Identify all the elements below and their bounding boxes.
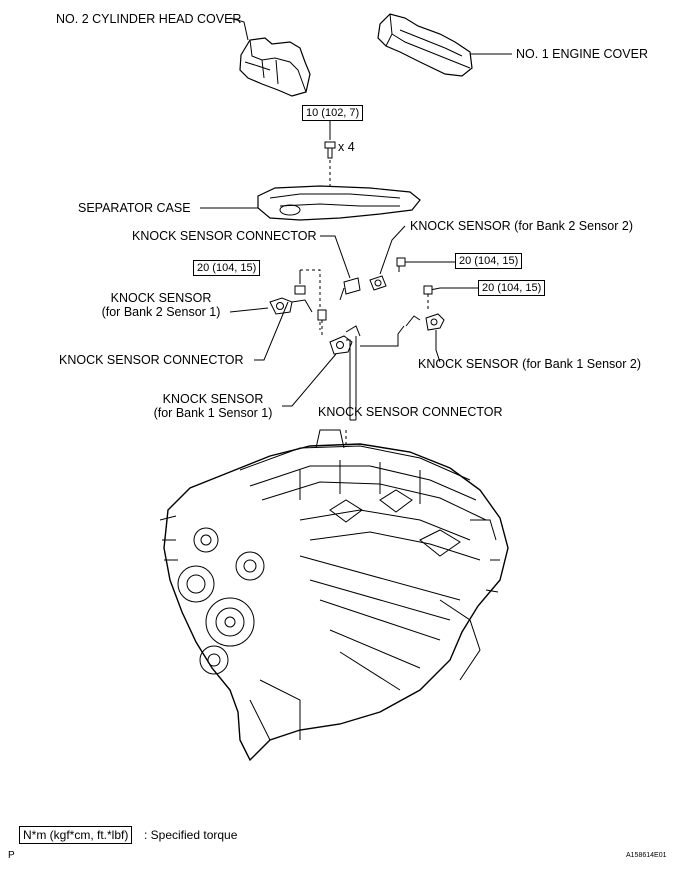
torque-box-separator: 10 (102, 7) bbox=[302, 105, 364, 121]
knock-sensor-bank1-s2 bbox=[405, 313, 445, 331]
cylinder-head-cover-part bbox=[239, 37, 311, 97]
bolt-left bbox=[294, 285, 306, 295]
label-knock-sensor-bank2-s1-line2: (for Bank 2 Sensor 1) bbox=[101, 305, 221, 319]
torque-box-left-sensor: 20 (104, 15) bbox=[193, 260, 261, 276]
leader-connector-left bbox=[254, 301, 289, 361]
label-knock-sensor-bank2-s2: KNOCK SENSOR (for Bank 2 Sensor 2) bbox=[410, 219, 633, 233]
label-knock-sensor-bank1-s1-line2: (for Bank 1 Sensor 1) bbox=[153, 406, 273, 420]
footer-corner-mark: P bbox=[8, 850, 15, 861]
connector-top-part bbox=[339, 277, 361, 301]
separator-case-part bbox=[257, 185, 421, 221]
engine-cover-part bbox=[377, 13, 473, 77]
label-knock-sensor-bank2-s1: KNOCK SENSOR (for Bank 2 Sensor 1) bbox=[96, 291, 226, 319]
label-knock-sensor-bank1-s2: KNOCK SENSOR (for Bank 1 Sensor 2) bbox=[418, 357, 641, 371]
leader-bank2-s1 bbox=[229, 307, 269, 313]
label-knock-sensor-bank1-s1-line1: KNOCK SENSOR bbox=[162, 392, 264, 406]
label-engine-cover: NO. 1 ENGINE COVER bbox=[516, 47, 648, 61]
knock-sensor-bank2-s1 bbox=[269, 297, 313, 315]
label-knock-sensor-bank2-s1-line1: KNOCK SENSOR bbox=[110, 291, 212, 305]
torque-box-right-upper: 20 (104, 15) bbox=[455, 253, 523, 269]
label-connector-left: KNOCK SENSOR CONNECTOR bbox=[59, 353, 244, 367]
leader-connector-bottom-a bbox=[346, 339, 351, 420]
label-connector-top: KNOCK SENSOR CONNECTOR bbox=[132, 229, 317, 243]
label-connector-bottom: KNOCK SENSOR CONNECTOR bbox=[318, 405, 503, 419]
leader-bank1-s1 bbox=[282, 353, 337, 407]
bolt-right-lower bbox=[423, 285, 433, 295]
footer-figure-id: A158614E01 bbox=[626, 852, 667, 859]
label-cylinder-head-cover: NO. 2 CYLINDER HEAD COVER bbox=[56, 12, 242, 26]
label-separator-case: SEPARATOR CASE bbox=[78, 201, 191, 215]
knock-sensor-bank2-s2 bbox=[369, 275, 387, 291]
leader-cylinder-head-cover bbox=[229, 17, 249, 41]
bolt-x4 bbox=[324, 141, 336, 159]
label-bolt-quantity: x 4 bbox=[338, 140, 355, 154]
torque-box-right-lower: 20 (104, 15) bbox=[478, 280, 546, 296]
label-knock-sensor-bank1-s1: KNOCK SENSOR (for Bank 1 Sensor 1) bbox=[148, 392, 278, 420]
legend-description: : Specified torque bbox=[144, 828, 238, 842]
leader-connector-top bbox=[320, 235, 351, 279]
leader-bank2-s2 bbox=[379, 225, 406, 275]
leader-bank1-s2 bbox=[435, 330, 441, 363]
engine-assembly bbox=[159, 429, 509, 762]
bolt-right-upper bbox=[396, 257, 406, 272]
legend-unit-box: N*m (kgf*cm, ft.*lbf) bbox=[19, 826, 133, 844]
